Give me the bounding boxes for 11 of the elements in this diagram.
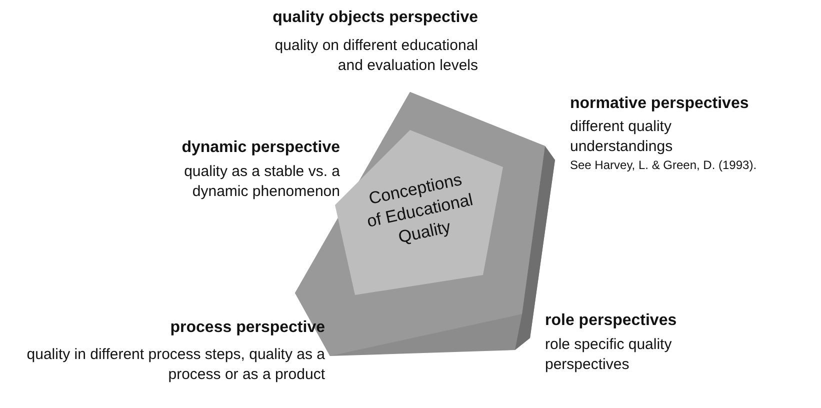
heading: process perspective — [169, 318, 325, 338]
description: role specific quality perspectives — [545, 335, 673, 375]
heading: normative perspectives — [570, 94, 750, 114]
heading: dynamic perspective — [180, 138, 340, 158]
reference-note: See Harvey, L. & Green, D. (1993). — [570, 157, 758, 174]
heading: role perspectives — [545, 311, 678, 331]
description: quality on different educational and evaluation levels — [274, 36, 478, 76]
description: quality as a stable vs. a dynamic phenomenon — [183, 162, 340, 202]
description: quality in different process steps, quality as a process or as a product — [26, 345, 325, 385]
heading: quality objects perspective — [272, 8, 478, 28]
description: different quality understandings — [570, 117, 674, 157]
